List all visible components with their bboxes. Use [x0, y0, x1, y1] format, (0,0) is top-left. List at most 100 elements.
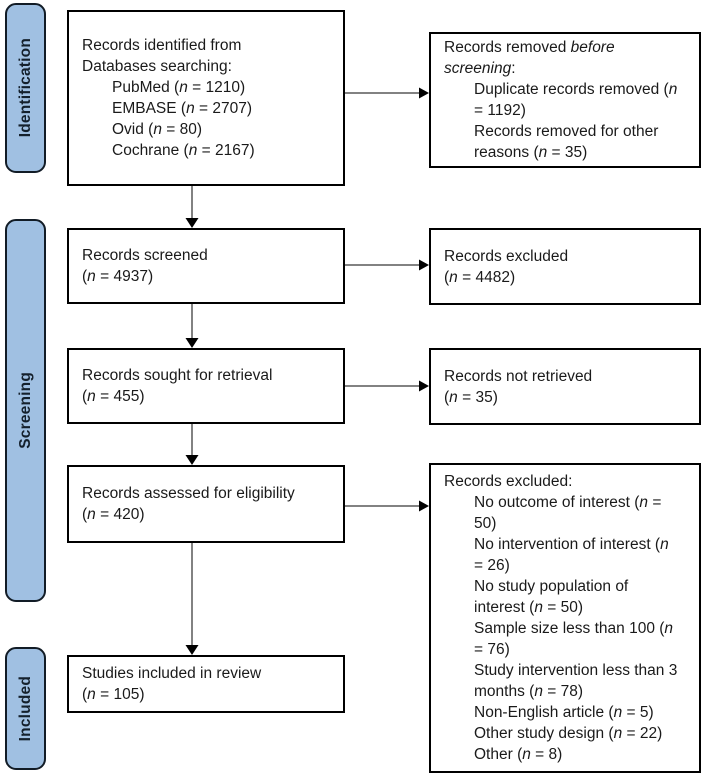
text-segment: EMBASE ( — [112, 100, 187, 117]
text-segment: 50) — [474, 515, 497, 532]
text-segment: ( — [82, 686, 88, 703]
box-records-assessed-for-eligibility: Records assessed for eligibility(n = 420… — [67, 465, 345, 543]
italic-text-segment: before — [570, 39, 615, 56]
text-segment: : — [511, 60, 516, 77]
box-records-sought-for-retrieval: Records sought for retrieval (n = 455) — [67, 348, 345, 424]
arrow-screened-to-sought — [185, 304, 199, 348]
text-segment: Records removed — [444, 39, 571, 56]
text-segment: Records screened — [82, 247, 208, 264]
box-text-line: Study intervention less than 3 — [474, 660, 689, 681]
text-segment: No outcome of interest ( — [474, 494, 640, 511]
text-segment: Records excluded: — [444, 473, 573, 490]
box-text-line: PubMed (n = 1210) — [112, 77, 333, 98]
box-text-line: Records removed for other — [474, 121, 689, 142]
arrow-assessed-to-included — [185, 543, 199, 655]
text-segment: ( — [444, 268, 450, 286]
italic-text-segment: n — [186, 100, 195, 117]
box-text-line: (n = 4482) — [444, 267, 689, 288]
italic-text-segment: n — [87, 506, 96, 523]
italic-text-segment: n — [660, 536, 669, 553]
box-text-line: Studies included in review — [82, 663, 333, 684]
box-text-line: Records removed before — [444, 37, 689, 58]
arrow-sought-to-not-retrieved — [345, 380, 429, 392]
text-segment: ( — [444, 388, 450, 406]
text-segment: = 76) — [474, 641, 510, 658]
text-segment: = 455) — [95, 388, 145, 405]
stage-label-identification: Identification — [5, 3, 46, 173]
italic-text-segment: n — [534, 683, 543, 700]
box-text-line: Other study design (n = 22) — [474, 723, 689, 744]
text-segment: Records removed for other — [474, 123, 659, 140]
italic-text-segment: n — [522, 746, 531, 763]
text-segment: = 35) — [457, 388, 498, 406]
text-segment: = 2707) — [194, 100, 253, 117]
text-segment: = 4482) — [457, 268, 516, 286]
arrow-assessed-to-excluded — [345, 500, 429, 512]
box-text-line: Duplicate records removed (n — [474, 79, 689, 100]
stage-label-screening: Screening — [5, 219, 46, 602]
box-text-line: = 76) — [474, 639, 689, 660]
text-segment: Non-English article ( — [474, 704, 614, 721]
box-records-screened: Records screened (n = 4937) — [67, 228, 345, 304]
text-segment: = 22) — [622, 725, 663, 742]
text-segment: Records excluded — [444, 247, 569, 265]
box-text-line: No intervention of interest (n — [474, 534, 689, 555]
box-text-line: Other (n = 8) — [474, 744, 689, 765]
text-segment: Records not retrieved — [444, 367, 593, 385]
box-text-line: 50) — [474, 513, 689, 534]
box-text-line: Cochrane (n = 2167) — [112, 140, 333, 161]
text-segment: Studies included in review — [82, 665, 262, 682]
italic-text-segment: n — [613, 725, 623, 742]
box-studies-included-in-review: Studies included in review(n = 105) — [67, 655, 345, 713]
box-text-line: (n = 35) — [444, 387, 689, 408]
italic-text-segment: n — [534, 599, 543, 616]
text-segment: = 1192) — [474, 102, 526, 119]
text-segment: Sample size less than 100 ( — [474, 620, 665, 637]
italic-text-segment: n — [153, 121, 162, 138]
stage-label-included: Included — [5, 647, 46, 770]
stage-label-text: Included — [16, 675, 34, 742]
text-segment: = 2167) — [197, 142, 255, 159]
box-text-line: EMBASE (n = 2707) — [112, 98, 333, 119]
text-segment: = 4937) — [95, 268, 154, 285]
italic-text-segment: n — [188, 142, 198, 159]
text-segment: = 80) — [161, 121, 203, 138]
text-segment: = 105) — [95, 686, 145, 703]
text-segment: = 50) — [542, 599, 584, 616]
box-records-not-retrieved: Records not retrieved (n = 35) — [429, 348, 701, 425]
stage-label-text: Identification — [16, 38, 34, 138]
italic-text-segment: n — [639, 494, 649, 511]
text-segment: Records identified from — [82, 37, 242, 54]
box-text-line: (n = 455) — [82, 386, 333, 407]
text-segment: = — [648, 494, 662, 511]
box-records-excluded-eligibility: Records excluded: No outcome of interest … — [429, 463, 701, 773]
box-text-line: interest (n = 50) — [474, 597, 689, 618]
text-segment: No study population of — [474, 578, 629, 595]
text-segment: = 78) — [542, 683, 584, 700]
box-text-line: No outcome of interest (n = — [474, 492, 689, 513]
box-text-line: Non-English article (n = 5) — [474, 702, 689, 723]
text-segment: = 420) — [95, 506, 145, 523]
text-segment: PubMed ( — [112, 79, 180, 96]
arrow-sought-to-assessed — [185, 424, 199, 465]
text-segment: ( — [82, 388, 88, 405]
text-segment: ( — [82, 268, 88, 285]
text-segment: interest ( — [474, 599, 535, 616]
italic-text-segment: n — [449, 268, 458, 286]
text-segment: Databases searching: — [82, 58, 232, 75]
arrow-identified-to-screened — [185, 186, 199, 228]
italic-text-segment: n — [87, 268, 96, 285]
box-text-line: reasons (n = 35) — [474, 142, 689, 163]
text-segment: Records sought for retrieval — [82, 367, 273, 384]
box-records-excluded: Records excluded (n = 4482) — [429, 228, 701, 305]
text-segment: Other ( — [474, 746, 523, 763]
box-text-line: Records assessed for eligibility — [82, 483, 333, 504]
box-text-line: Databases searching: — [82, 56, 333, 77]
box-text-line: = 1192) — [474, 100, 689, 121]
text-segment: = 1210) — [187, 79, 246, 96]
italic-text-segment: n — [449, 388, 458, 406]
text-segment: reasons ( — [474, 144, 539, 161]
box-text-line: (n = 420) — [82, 504, 333, 525]
